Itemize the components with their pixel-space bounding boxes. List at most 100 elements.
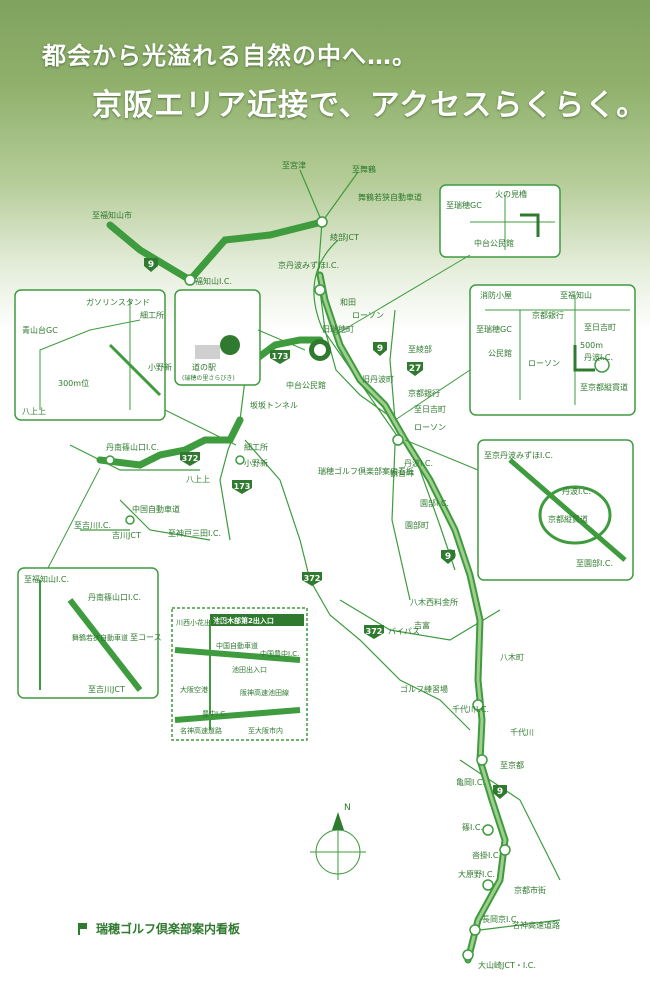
label-kyu-mizuho: 旧瑞穂町 (322, 324, 354, 334)
legend-label: 瑞穂ゴルフ倶楽部案内看板 (96, 922, 241, 936)
svg-text:372: 372 (304, 574, 321, 583)
label-yagi-nishi: 八木西料金所 (410, 597, 458, 607)
svg-text:川西小花出入口: 川西小花出入口 (176, 618, 225, 627)
label-kyu-tanba: 旧丹波町 (362, 374, 394, 384)
label-chugoku-exp: 中国自動車道 (132, 504, 180, 514)
svg-text:京都銀行: 京都銀行 (532, 310, 564, 320)
label-sonobe-town: 園部町 (405, 520, 429, 530)
svg-text:9: 9 (377, 344, 383, 354)
svg-text:中国自動車道: 中国自動車道 (216, 641, 258, 650)
svg-text:至吉川JCT: 至吉川JCT (88, 685, 125, 694)
label-sonobe-ic: 園部I.C. (420, 498, 449, 508)
label-hanagawa-tunnel: 坂坂トンネル (250, 400, 298, 410)
label-shikyoto: 至京都 (500, 760, 524, 770)
svg-text:至瑞穂GC: 至瑞穂GC (446, 200, 482, 210)
svg-text:舞鶴若狭自動車道: 舞鶴若狭自動車道 (72, 633, 128, 642)
svg-text:池田木部第2出入口: 池田木部第2出入口 (213, 616, 274, 625)
svg-text:372: 372 (366, 627, 383, 636)
inset-tanba: 消防小屋 至福知山 京都銀行 至瑞穂GC 至日吉町 公民館 500m 丹波I.C… (469, 284, 636, 416)
svg-text:至福知山I.C.: 至福知山I.C. (24, 574, 69, 584)
north-arrow: N (310, 803, 366, 880)
label-tanba-ic: 丹波I.C. (404, 458, 433, 468)
inset-gasoline: ガソリンスタンド 青山台GC 細工所 小野新 300m位 八上上 (14, 289, 172, 421)
svg-text:中台公民館: 中台公民館 (474, 238, 514, 248)
label-kutsukake-ic: 沓掛I.C. (472, 850, 501, 860)
label-ayabe-jct: 綾部JCT (330, 232, 359, 242)
route-9-shield-a: 9 (144, 258, 158, 272)
label-shino-ic: 篠I.C. (462, 822, 483, 832)
svg-text:至日吉町: 至日吉町 (584, 323, 616, 332)
route-9-shield-b: 9 (373, 342, 387, 356)
label-shi-yoshikawa: 至吉川I.C. (74, 521, 111, 530)
svg-text:公民館: 公民館 (488, 348, 512, 358)
route-173-shield-b: 173 (232, 480, 252, 494)
label-oharano-ic: 大原野I.C. (458, 869, 495, 879)
svg-text:丹南篠山口I.C.: 丹南篠山口I.C. (88, 592, 141, 602)
svg-text:道の駅: 道の駅 (192, 362, 216, 372)
label-signboard: 瑞穂ゴルフ倶楽部案内看板 (318, 466, 414, 476)
route-9-shield-d: 9 (493, 785, 507, 799)
route-372-shield-c: 372 (364, 625, 384, 639)
svg-text:八上上: 八上上 (22, 407, 46, 416)
svg-text:300m位: 300m位 (58, 378, 89, 388)
label-bypass: バイパス (388, 627, 420, 636)
label-onojin: 小野新 (244, 458, 268, 468)
green-field-background (0, 0, 650, 330)
svg-text:池田出入口: 池田出入口 (232, 665, 267, 674)
svg-text:至コース: 至コース (130, 633, 162, 642)
label-shimaizuru: 至舞鶴 (352, 164, 376, 174)
svg-text:至福知山: 至福知山 (560, 290, 592, 300)
label-kyotanba: 京丹波みずほI.C. (278, 260, 339, 270)
svg-text:小野新: 小野新 (148, 362, 172, 372)
svg-text:大阪空港: 大阪空港 (180, 685, 208, 694)
route-173-shield-a: 173 (270, 350, 290, 364)
route-372-shield-a: 372 (180, 452, 200, 466)
svg-text:至京丹波みずほI.C.: 至京丹波みずほI.C. (484, 450, 553, 460)
svg-text:至瑞穂GC: 至瑞穂GC (476, 324, 512, 334)
svg-text:丹波I.C.: 丹波I.C. (584, 352, 613, 362)
svg-text:豊中I.C.: 豊中I.C. (202, 709, 227, 718)
headline-line1: 都会から光溢れる自然の中へ…。 (42, 42, 417, 70)
svg-text:N: N (344, 803, 351, 813)
svg-text:京都縦貫道: 京都縦貫道 (548, 514, 588, 524)
label-maizuru-wakasa: 舞鶴若狭自動車道 (358, 192, 422, 202)
svg-text:27: 27 (409, 364, 422, 374)
svg-text:至京都縦貫道: 至京都縦貫道 (580, 382, 628, 392)
map-labels: 至宮津 至舞鶴 綾部JCT 舞鶴若狭自動車道 至福知山市 福知山I.C. 京丹波… (74, 160, 560, 970)
route-27-shield: 27 (407, 362, 423, 376)
label-chiyokawa-ic: 千代川I.C. (452, 704, 489, 714)
svg-text:500m: 500m (580, 341, 603, 350)
label-fukuchiyama-ic: 福知山I.C. (195, 276, 232, 286)
label-wada: 和田 (340, 298, 356, 307)
svg-text:消防小屋: 消防小屋 (480, 290, 512, 300)
label-oyamazaki: 大山崎JCT・I.C. (478, 960, 536, 970)
label-hosoko: 細工所 (244, 442, 268, 452)
route-shields: 9 9 27 9 9 173 173 372 372 372 (144, 258, 507, 799)
label-yagi-town: 八木町 (500, 652, 524, 662)
label-shi-fukuchiyama-city: 至福知山市 (92, 210, 132, 220)
label-yoshitomi: 吉富 (414, 620, 430, 630)
svg-text:ローソン: ローソン (528, 359, 560, 368)
label-kyoto-bank: 京都銀行 (408, 388, 440, 398)
svg-text:至大阪市内: 至大阪市内 (248, 726, 283, 735)
label-shi-kobe: 至神戸三田I.C. (168, 528, 221, 538)
svg-text:173: 173 (234, 482, 251, 491)
interchanges (105, 216, 511, 961)
route-9-shield-c: 9 (441, 550, 455, 564)
svg-text:中国豊中I.C.: 中国豊中I.C. (260, 649, 299, 658)
label-tannan: 丹南篠山口I.C. (106, 442, 159, 452)
inset-sasayama: 至福知山I.C. 丹南篠山口I.C. 至コース 至吉川JCT 舞鶴若狭自動車道 (17, 567, 162, 699)
inset-ikeda: 池田木部第2出入口 川西小花出入口 中国自動車道 中国豊中I.C. 池田出入口 … (171, 607, 308, 741)
svg-text:372: 372 (182, 454, 199, 463)
svg-text:9: 9 (445, 552, 451, 562)
svg-text:9: 9 (148, 260, 154, 270)
legend: 瑞穂ゴルフ倶楽部案内看板 (78, 920, 240, 937)
svg-text:阪神高速池田線: 阪神高速池田線 (240, 688, 289, 697)
flag-icon (78, 922, 88, 935)
svg-text:火の見櫓: 火の見櫓 (495, 189, 527, 199)
svg-text:丹波I.C.: 丹波I.C. (562, 486, 591, 496)
label-lawson-2: ローソン (414, 423, 446, 432)
label-chiyokawa: 千代川 (510, 727, 534, 737)
